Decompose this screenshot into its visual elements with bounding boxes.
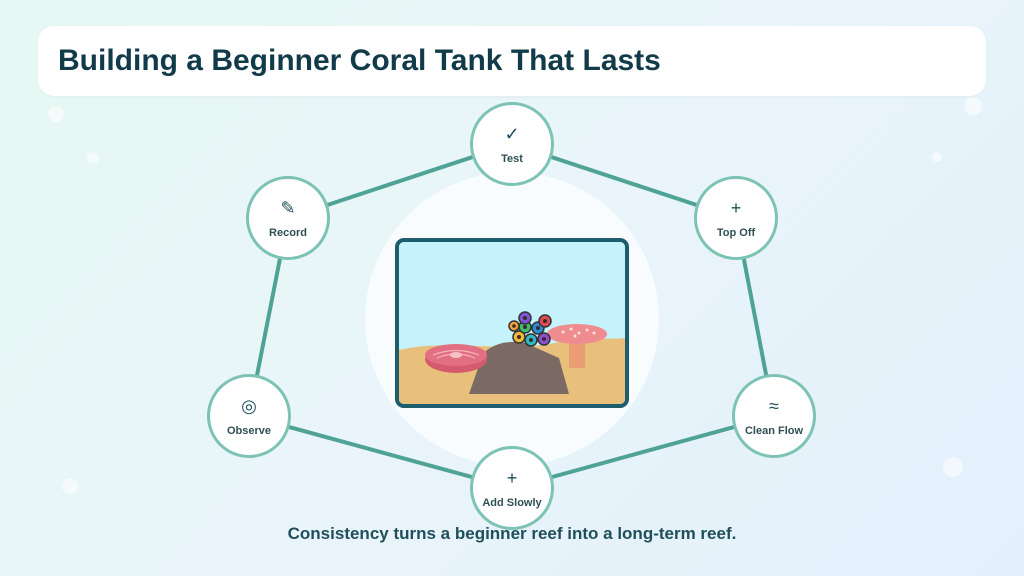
bubble-decoration: [87, 152, 99, 164]
step-top-off[interactable]: + Top Off: [694, 176, 778, 260]
title-card: Building a Beginner Coral Tank That Last…: [38, 26, 986, 96]
step-add-slowly[interactable]: + Add Slowly: [470, 446, 554, 530]
bubble-decoration: [964, 97, 982, 115]
check-icon: ✓: [504, 123, 520, 144]
bubble-decoration: [48, 106, 64, 122]
plus-icon: +: [506, 467, 518, 488]
step-test[interactable]: ✓ Test: [470, 102, 554, 186]
target-icon: ◎: [241, 395, 257, 416]
coral-tank-illustration: [395, 238, 629, 408]
live-rock: [469, 341, 569, 394]
zoanthid-polyps: [508, 311, 552, 347]
pencil-icon: ✎: [280, 197, 296, 218]
page-title: Building a Beginner Coral Tank That Last…: [58, 44, 661, 77]
waves-icon: ≈: [769, 395, 779, 416]
tagline: Consistency turns a beginner reef into a…: [287, 524, 737, 543]
step-label: Add Slowly: [482, 496, 542, 509]
step-label: Clean Flow: [744, 424, 804, 437]
step-label: Record: [269, 226, 307, 239]
brain-coral: [425, 344, 487, 373]
step-record[interactable]: ✎ Record: [246, 176, 330, 260]
bubble-decoration: [932, 152, 942, 162]
plus-icon: +: [730, 197, 742, 218]
step-label: Observe: [226, 424, 272, 437]
mushroom-coral: [547, 324, 607, 368]
step-clean-flow[interactable]: ≈ Clean Flow: [732, 374, 816, 458]
bubble-decoration: [943, 457, 963, 477]
bubble-decoration: [62, 478, 78, 494]
step-label: Top Off: [716, 226, 756, 239]
step-observe[interactable]: ◎ Observe: [207, 374, 291, 458]
step-label: Test: [501, 152, 523, 165]
